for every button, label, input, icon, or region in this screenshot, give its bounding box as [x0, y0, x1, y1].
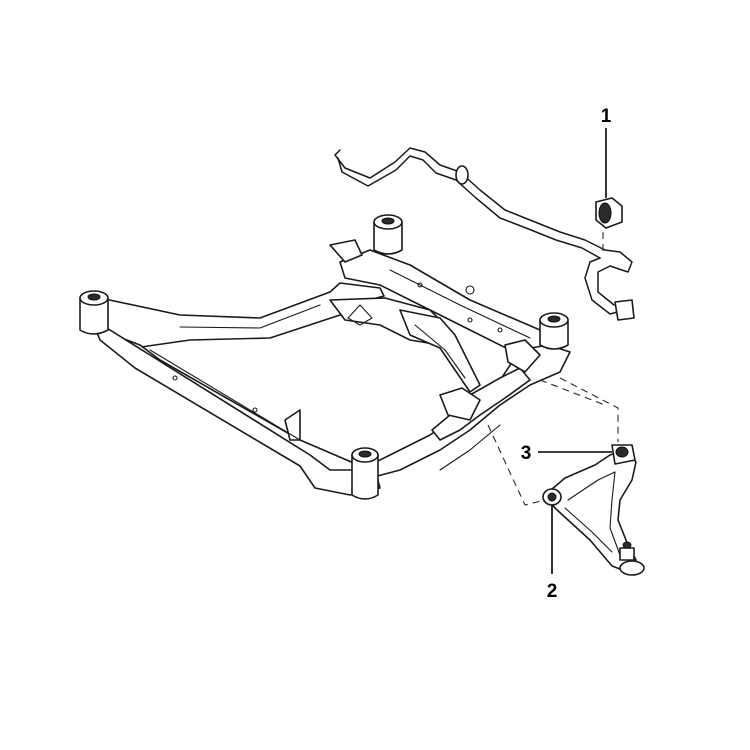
lower-control-arm	[542, 444, 645, 576]
control-arm-front-bushing	[542, 488, 562, 506]
callout-1-label: 1	[601, 106, 612, 127]
callout-2: 2	[547, 505, 558, 602]
callout-3-label: 3	[521, 443, 532, 464]
control-arm-rear-bushing	[611, 444, 636, 465]
front-subframe	[89, 239, 571, 496]
ball-joint	[619, 541, 645, 576]
callout-3: 3	[521, 443, 612, 464]
stabilizer-bushing	[595, 197, 623, 229]
subframe-mount-rear-left	[373, 214, 403, 255]
assembly-guide-lines	[487, 232, 619, 506]
callout-2-label: 2	[547, 581, 558, 602]
subframe-mount-rear-right	[539, 312, 569, 350]
callout-1: 1	[601, 106, 612, 198]
subframe-mount-front-right	[351, 447, 379, 500]
subframe-mount-front-left	[79, 290, 109, 335]
stabilizer-bar	[334, 147, 635, 321]
